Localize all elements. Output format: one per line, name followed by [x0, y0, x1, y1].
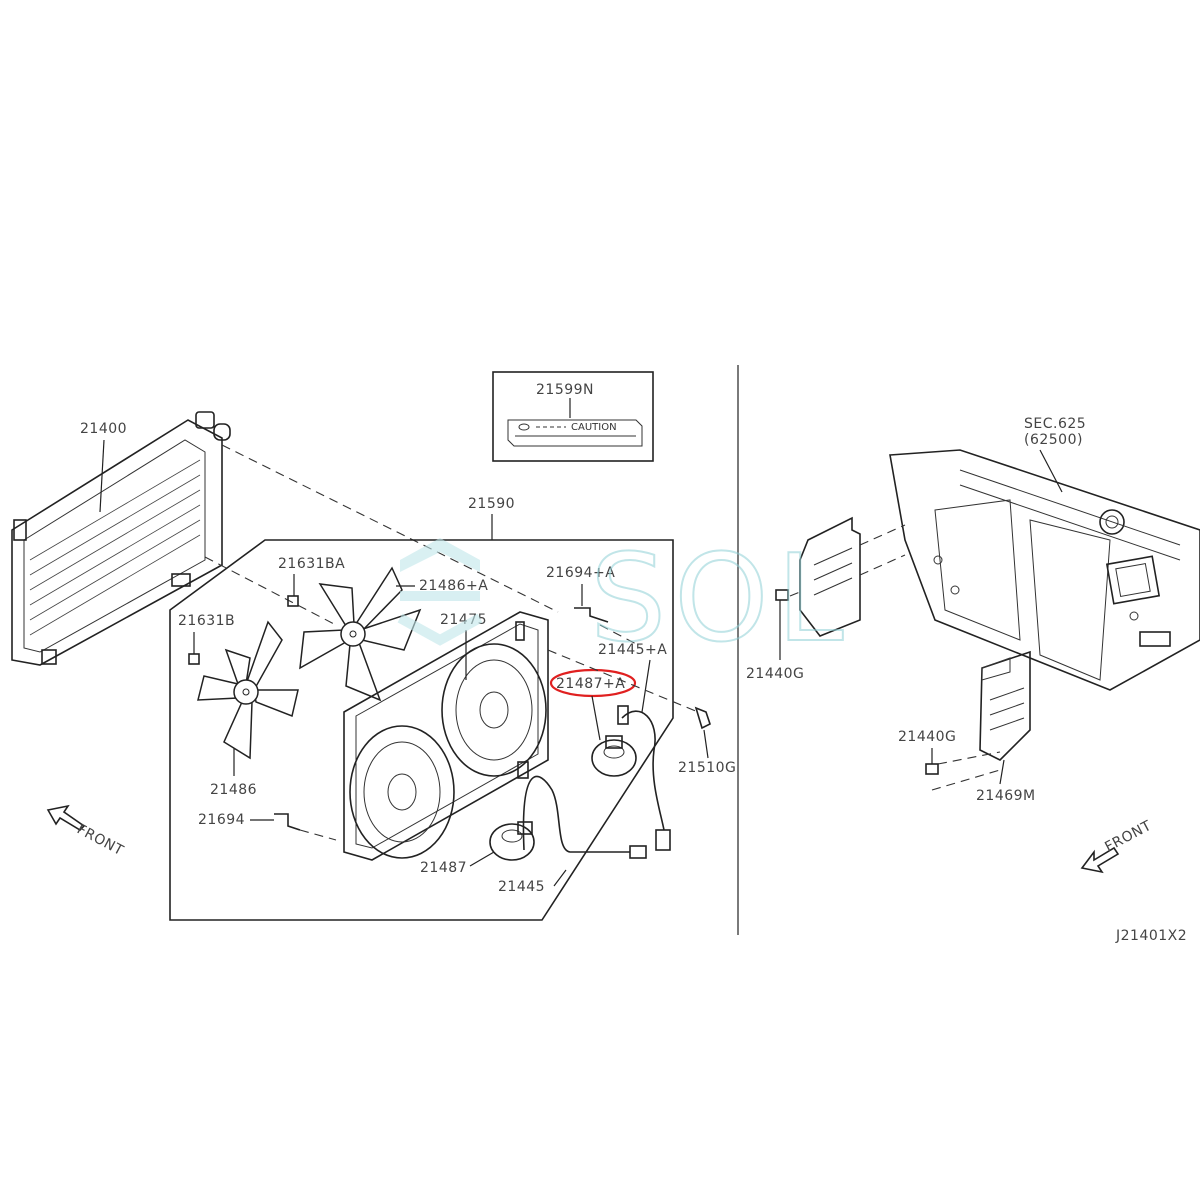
fan-blade-upper — [299, 566, 422, 702]
label-21440G-upper: 21440G — [746, 666, 804, 682]
label-21631BA: 21631BA — [278, 556, 345, 572]
leader-21487A — [591, 695, 601, 741]
label-21487: 21487 — [420, 860, 467, 876]
fan-assembly-frame — [169, 539, 674, 921]
leader-21487 — [469, 851, 495, 867]
screw-21694A — [574, 607, 609, 623]
dashed-radiator-lower — [204, 556, 337, 626]
label-front-right: FRONT — [1102, 818, 1154, 856]
label-21469M: 21469M — [976, 788, 1036, 804]
caution-text: CAUTION — [571, 422, 617, 433]
harness-21445 — [522, 775, 630, 853]
fan-blade-lower — [197, 620, 299, 760]
screw-21694 — [274, 813, 301, 831]
air-guide-lower — [979, 650, 1031, 761]
front-arrow-left — [46, 804, 86, 832]
fan-motor — [489, 821, 535, 861]
fan-shroud — [343, 611, 549, 861]
label-21445A: 21445+A — [598, 642, 667, 658]
caution-label-box: 21599N CAUTION — [492, 371, 654, 462]
label-21599N: 21599N — [536, 382, 594, 398]
leader-21510G — [703, 729, 709, 759]
watermark-text: SOL — [590, 530, 851, 669]
label-21440G-lower: 21440G — [898, 729, 956, 745]
label-21590: 21590 — [468, 496, 515, 512]
label-21445: 21445 — [498, 879, 545, 895]
air-guide-upper — [799, 516, 861, 637]
leader-sec625 — [1039, 449, 1063, 493]
radiator — [11, 411, 231, 666]
bolt-21631BA — [287, 595, 299, 607]
label-21631B: 21631B — [178, 613, 235, 629]
leader-21469M — [999, 759, 1005, 785]
leader-21445A — [641, 659, 651, 713]
radiator-core-support — [889, 449, 1200, 691]
clip-21440G-upper — [775, 589, 789, 601]
diagram-code: J21401X2 — [1115, 928, 1187, 944]
label-21486A: 21486+A — [419, 578, 488, 594]
label-sec625: SEC.625 — [1024, 416, 1086, 432]
front-arrow-right — [1080, 846, 1120, 874]
clip-21440G-lower — [925, 763, 939, 775]
label-62500: (62500) — [1024, 432, 1083, 448]
label-21487A: 21487+A — [556, 676, 625, 692]
label-21400: 21400 — [80, 421, 127, 437]
highlight-ring-21487A — [549, 668, 637, 698]
harness-21445A — [621, 710, 665, 831]
dashed-radiator-to-shroud — [221, 444, 559, 613]
watermark: SOL — [397, 529, 851, 670]
leader-21445 — [553, 869, 567, 887]
bolt-21631B — [188, 653, 200, 665]
label-21694: 21694 — [198, 812, 245, 828]
leader-21400 — [99, 439, 105, 513]
clip-21510G — [694, 706, 711, 730]
label-21510G: 21510G — [678, 760, 736, 776]
label-21486: 21486 — [210, 782, 257, 798]
label-21694A: 21694+A — [546, 565, 615, 581]
fan-motor-a — [591, 735, 637, 777]
label-front-left: FRONT — [74, 821, 126, 859]
